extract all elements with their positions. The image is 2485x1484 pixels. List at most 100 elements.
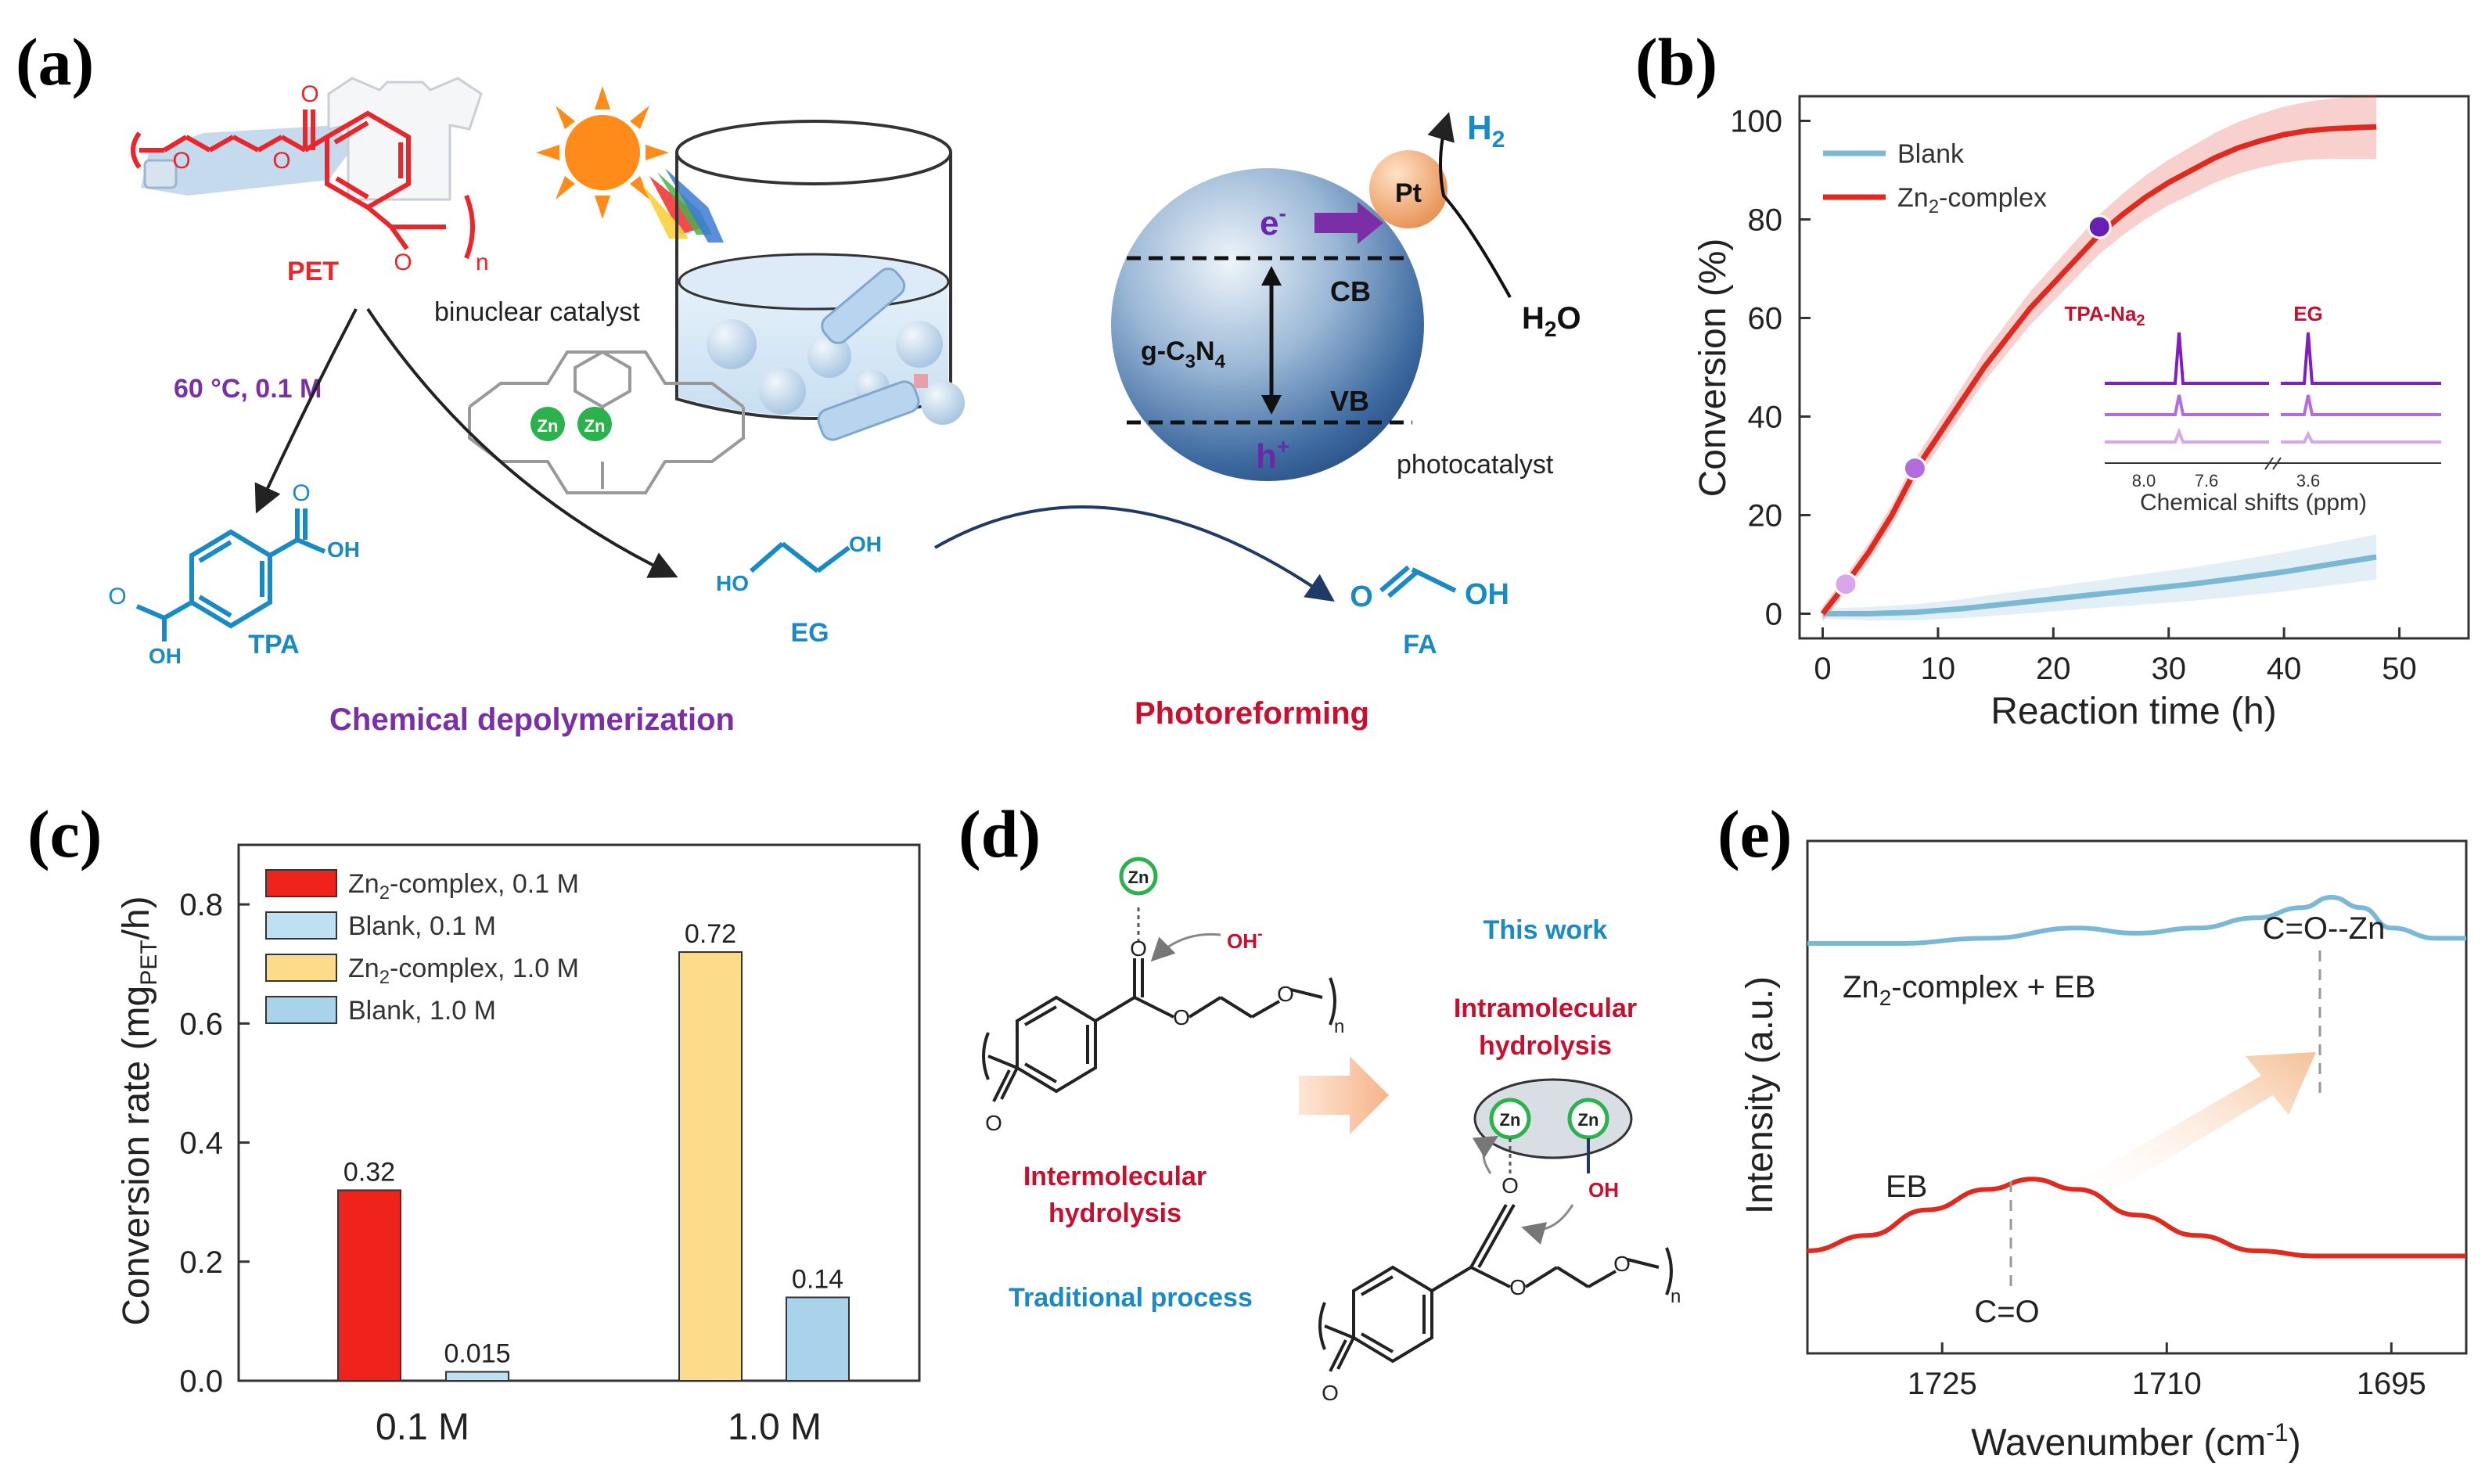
legend-zn: Zn [1897, 183, 1929, 213]
carbonyl-o-traditional: O [1130, 936, 1147, 961]
legend-label-blank: Blank [1897, 139, 1965, 169]
band-gap-arrow-head-down [1261, 395, 1282, 415]
legend-label-main-0: Zn [348, 869, 379, 899]
eg-structure [750, 541, 851, 573]
repeat-n-this-work: n [1670, 1286, 1681, 1307]
inset-axis-break-1 [2264, 457, 2274, 470]
panel-e-letter: (e) [1717, 796, 1792, 871]
panel-c-ylabel: Conversion rate (mgPET/h) [116, 896, 162, 1325]
legend-swatch-0 [265, 869, 337, 897]
h2-label: H2 [1467, 109, 1505, 153]
hole-sup: + [1277, 434, 1289, 458]
y-tick-label-0: 0 [1765, 598, 1782, 632]
fa-oxygen: O [1350, 580, 1373, 613]
inset-tpa-text: TPA-Na [2064, 302, 2137, 325]
h2-h: H [1467, 109, 1492, 147]
panel-c-y-ticks: 0.00.20.40.60.8 [179, 888, 250, 1399]
tpa-oxygen-bottom: O [108, 584, 126, 609]
bar-1-0 [445, 1371, 509, 1382]
photocatalyst-label: photocatalyst [1397, 450, 1554, 480]
electron-transfer-arrow [1314, 202, 1383, 244]
panel-e-plot-frame [1806, 839, 2468, 1355]
x-tick-label-30: 30 [2151, 652, 2186, 686]
bar-value-label-2-1: 0.72 [685, 919, 736, 949]
intramolecular-attack-arrow [1521, 1204, 1574, 1245]
panel-b-xlabel: Reaction time (h) [1991, 691, 2276, 732]
series-label-zn-complex-eb: Zn2-complex + EB [1843, 970, 2095, 1010]
h2o-o: O [1556, 301, 1581, 336]
panel-b-ylabel: Conversion (%) [1692, 239, 1734, 498]
catalyst-label: binuclear catalyst [434, 297, 640, 327]
category-label-0-1m: 0.1 M [376, 1407, 469, 1448]
y-tick-label-20: 20 [1748, 499, 1783, 534]
band-gap-arrow-head-up [1261, 266, 1282, 286]
carbonyl-o2-this-work: O [1322, 1381, 1339, 1405]
hydroxide-label: OH- [1227, 925, 1263, 953]
gcn-gc: g-C [1141, 336, 1185, 366]
h2o-label: H2O [1522, 301, 1581, 341]
legend-swatch-1 [265, 911, 337, 940]
legend-label-main-3: Blank, 1.0 M [348, 996, 496, 1026]
zn-node-b [1567, 1098, 1609, 1140]
hydroxide-minus: - [1257, 925, 1263, 943]
panel-e-series [1807, 894, 2466, 1259]
panel-c-plot-frame [237, 843, 921, 1382]
panel-a-letter: (a) [16, 24, 94, 99]
fa-oh: OH [1465, 578, 1509, 611]
series-label-eb: EB [1886, 1170, 1927, 1204]
legend-label-3: Blank, 1.0 M [348, 996, 496, 1026]
intermolecular-label-1: Intermolecular [1023, 1162, 1207, 1191]
legend-label-rest-0: -complex, 0.1 M [390, 869, 579, 899]
panel-e-xlabel: Wavenumber (cm-1) [1971, 1418, 2300, 1464]
intramolecular-label-1: Intramolecular [1454, 994, 1637, 1023]
h2o-h: H [1522, 301, 1545, 336]
annotation-co-zn: C=O--Zn [2263, 911, 2386, 946]
process-transition-arrow [1299, 1056, 1389, 1134]
legend-label-zn-complex: Zn2-complex [1897, 183, 2047, 217]
coordination-curve-arrow [1472, 1135, 1499, 1174]
hydroxide-attack-arrow [1150, 932, 1221, 962]
cb-label: CB [1330, 275, 1371, 307]
tpa-oh-top: OH [327, 537, 360, 562]
inset-xlabel: Chemical shifts (ppm) [2140, 490, 2367, 516]
c-ylabel-main: Conversion rate (mg [116, 986, 157, 1326]
zn-label-a: Zn [1500, 1110, 1521, 1130]
zn-node-traditional [1119, 857, 1158, 896]
tpa-structure [135, 508, 326, 641]
pet-carbonyl-oxygen-2: O [394, 250, 412, 275]
pet-structure [131, 110, 475, 260]
zn-atom-1 [530, 407, 565, 441]
bar-2-1 [678, 951, 743, 1382]
legend-swatch-3 [265, 996, 337, 1024]
panel-d-letter: (d) [958, 796, 1041, 871]
zn-label-b: Zn [1578, 1110, 1599, 1130]
sun-icon [536, 86, 669, 219]
arrow-to-eg [366, 307, 678, 578]
legend-swatch-2 [265, 954, 337, 982]
panel-b-markers [1833, 214, 2112, 597]
sample-marker-0 [1833, 572, 1858, 597]
intramolecular-label-2: hydrolysis [1479, 1031, 1612, 1061]
inset-spectrum-top-left [2105, 332, 2269, 385]
e-x-tick-label-1725: 1725 [1908, 1367, 1977, 1401]
panel-e-ylabel: Intensity (a.u.) [1739, 976, 1781, 1214]
c-ylabel-rest: /h) [116, 896, 157, 940]
inset-tick-7-6: 7.6 [2195, 471, 2219, 490]
eg-ho: HO [716, 571, 749, 595]
panel-a: (a) O [16, 24, 1581, 737]
y-tick-label-60: 60 [1748, 302, 1783, 336]
legend-zn-sub: 2 [1929, 196, 1939, 217]
sample-marker-1 [1902, 456, 1927, 481]
e-x-tick-label-1710: 1710 [2132, 1367, 2202, 1401]
x-tick-label-10: 10 [1921, 652, 1956, 686]
pet-label: PET [287, 257, 339, 286]
pt-label: Pt [1395, 178, 1422, 208]
panel-b-plot-frame [1798, 95, 2470, 640]
eg-label: EG [790, 618, 829, 648]
light-beam [642, 168, 724, 243]
hole-h: h [1256, 437, 1277, 476]
